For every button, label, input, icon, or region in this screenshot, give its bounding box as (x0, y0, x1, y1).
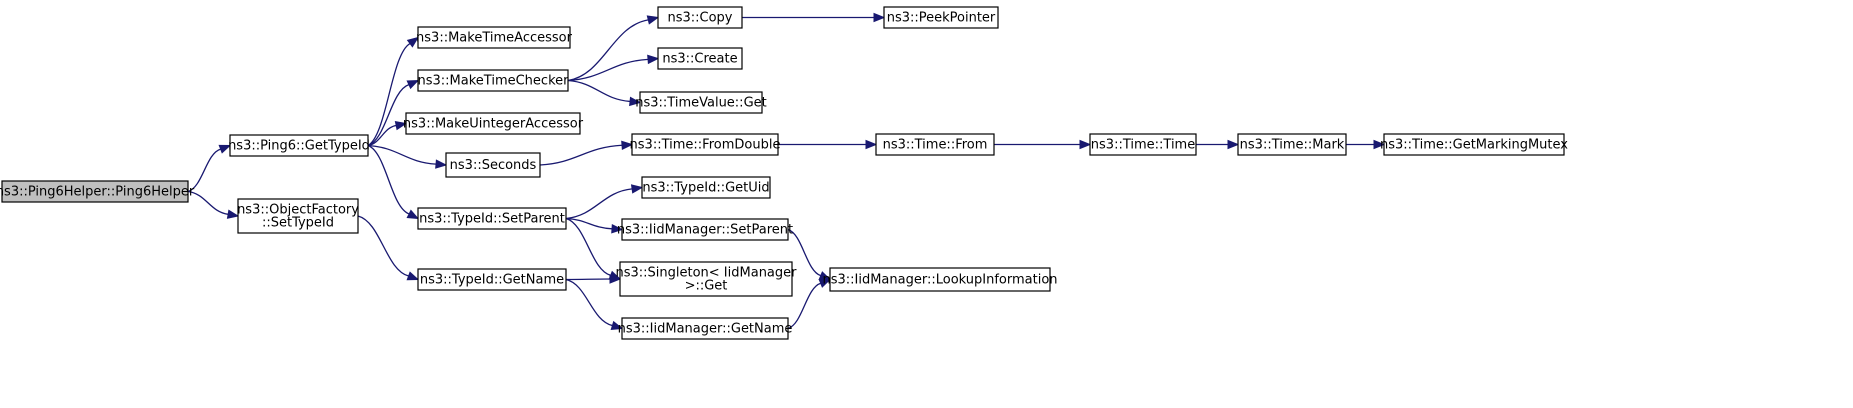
call-edge-maketimechecker-to-create (567, 54, 660, 82)
node-ns3-objectfactory-settypeid[interactable]: ns3::ObjectFactory::SetTypeId (237, 198, 359, 234)
node-label: >::Get (685, 279, 728, 294)
node-label: ns3::Time::GetMarkingMutex (1380, 138, 1568, 153)
call-edge-setparent-to-iidsetparent (565, 217, 624, 234)
node-label: ns3::Copy (667, 11, 732, 26)
call-edge-root-to-objfactory (187, 190, 240, 219)
node-label: ns3::TypeId::SetParent (419, 212, 565, 227)
node-ns3-iidmanager-lookupinformation[interactable]: ns3::IidManager::LookupInformation (822, 267, 1058, 292)
node-label: ns3::MakeUintegerAccessor (403, 117, 584, 132)
call-edge-gettypeid-to-seconds (367, 144, 448, 169)
node-ns3-typeid-getname[interactable]: ns3::TypeId::GetName (417, 268, 567, 291)
node-label: ns3::Time::From (883, 138, 988, 153)
node-label: ::SetTypeId (262, 216, 334, 231)
call-edge-timemark-to-markingmutex (1346, 139, 1386, 150)
node-ns3-timevalue-get[interactable]: ns3::TimeValue::Get (635, 91, 767, 114)
node-label: ns3::Create (662, 52, 737, 67)
call-edge-gettypeid-to-maketimechecker (367, 79, 420, 147)
node-label: ns3::IidManager::SetParent (617, 223, 793, 238)
node-label: ns3::TypeId::GetName (420, 273, 564, 288)
call-edge-timefrom-to-timetime (994, 139, 1092, 150)
node-ns3-iidmanager-getname[interactable]: ns3::IidManager::GetName (618, 317, 793, 340)
node-label: ns3::IidManager::LookupInformation (822, 273, 1057, 288)
node-ns3-time-mark[interactable]: ns3::Time::Mark (1237, 133, 1347, 156)
node-label: ns3::Time::FromDouble (630, 138, 781, 153)
node-ns3-time-from[interactable]: ns3::Time::From (875, 133, 995, 156)
node-ns3-maketimechecker[interactable]: ns3::MakeTimeChecker (417, 69, 570, 92)
call-edge-getname-to-singleton (565, 274, 622, 284)
node-ns3-time-getmarkingmutex[interactable]: ns3::Time::GetMarkingMutex (1380, 133, 1568, 156)
node-label: ns3::Time::Mark (1240, 138, 1345, 153)
node-label: ns3::PeekPointer (887, 11, 996, 26)
call-edge-gettypeid-to-maketimeaccessor (367, 36, 420, 147)
call-edge-maketimechecker-to-copy (567, 15, 660, 82)
call-edge-timetime-to-timemark (1196, 139, 1240, 150)
node-label: ns3::TimeValue::Get (635, 96, 767, 111)
call-edge-objfactory-to-getname (357, 215, 420, 281)
node-label: ns3::IidManager::GetName (618, 322, 793, 337)
node-ns3-makeuintegeraccessor[interactable]: ns3::MakeUintegerAccessor (403, 112, 584, 135)
node-ns3-singleton-iidmanager-get[interactable]: ns3::Singleton< IidManager >::Get (615, 261, 797, 297)
call-edge-getname-to-iidgetname (565, 278, 624, 330)
node-ns3-time-fromdouble[interactable]: ns3::Time::FromDouble (630, 133, 781, 156)
node-ns3-peekpointer[interactable]: ns3::PeekPointer (883, 6, 999, 29)
node-label: ns3::MakeTimeChecker (418, 74, 570, 89)
function-nodes: ns3::Ping6Helper::Ping6Helper ns3::Ping6:… (0, 6, 1568, 340)
node-ns3-ping6helper-ping6helper[interactable]: ns3::Ping6Helper::Ping6Helper (0, 180, 195, 203)
call-edge-setparent-to-getuid (565, 184, 644, 220)
node-ns3-create[interactable]: ns3::Create (657, 47, 743, 70)
node-label: ns3::Singleton< IidManager (615, 266, 797, 281)
node-ns3-time-time[interactable]: ns3::Time::Time (1089, 133, 1197, 156)
call-edge-maketimechecker-to-timevalueget (567, 79, 642, 107)
node-label: ns3::MakeTimeAccessor (416, 31, 573, 46)
call-edge-gettypeid-to-setparent (367, 144, 420, 220)
call-edge-gettypeid-to-makeuintaccessor (367, 120, 408, 147)
node-label: ns3::Seconds (450, 158, 537, 173)
node-label: ns3::TypeId::GetUid (642, 181, 769, 196)
node-ns3-typeid-getuid[interactable]: ns3::TypeId::GetUid (641, 176, 771, 199)
node-ns3-copy[interactable]: ns3::Copy (657, 6, 743, 29)
node-ns3-seconds[interactable]: ns3::Seconds (445, 152, 541, 178)
call-edge-fromdouble-to-timefrom (778, 139, 878, 150)
node-label: ns3::Ping6Helper::Ping6Helper (0, 185, 195, 200)
node-ns3-ping6-gettypeid[interactable]: ns3::Ping6::GetTypeId (228, 134, 370, 157)
node-ns3-iidmanager-setparent[interactable]: ns3::IidManager::SetParent (617, 218, 793, 241)
call-edges (187, 12, 1386, 330)
call-edge-copy-to-peekpointer (742, 12, 886, 23)
node-ns3-typeid-setparent[interactable]: ns3::TypeId::SetParent (417, 207, 567, 230)
node-label: ns3::ObjectFactory (237, 203, 359, 218)
node-label: ns3::Ping6::GetTypeId (228, 139, 370, 154)
call-edge-iidgetname-to-lookup (787, 278, 832, 330)
call-edge-root-to-gettypeid (187, 144, 232, 193)
node-label: ns3::Time::Time (1091, 138, 1195, 153)
node-ns3-maketimeaccessor[interactable]: ns3::MakeTimeAccessor (416, 26, 573, 49)
call-edge-seconds-to-fromdouble (539, 140, 634, 166)
